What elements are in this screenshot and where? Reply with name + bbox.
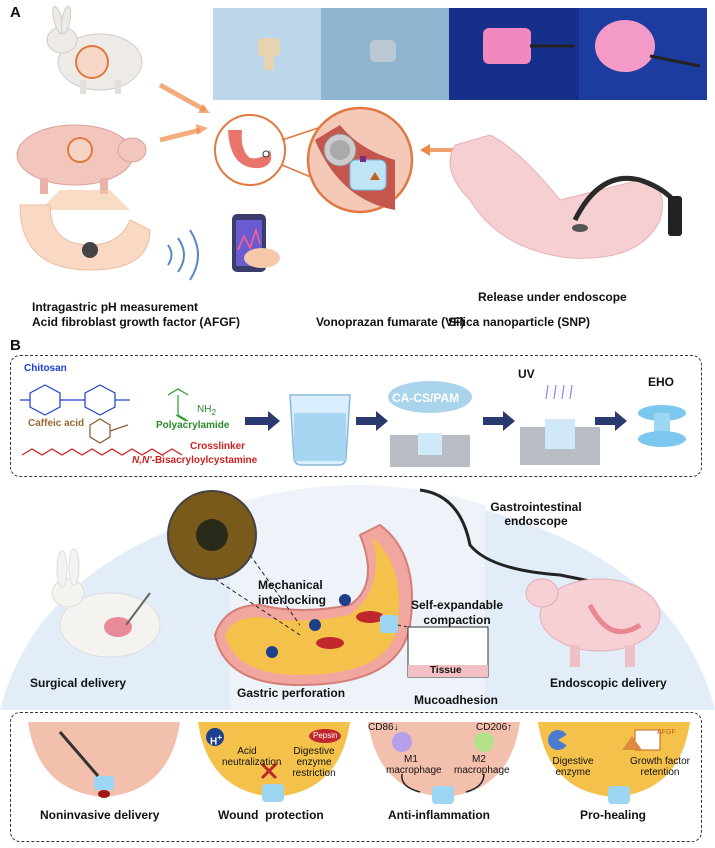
- panel-a-illustration: [16, 5, 707, 281]
- photo-strip: [213, 8, 707, 100]
- panel-b-letter: B: [10, 337, 21, 354]
- vf-legend-label: Vonoprazan fumarate (VF): [316, 315, 465, 329]
- beaker-icon: [289, 394, 351, 466]
- noninvasive-label: Noninvasive delivery: [40, 808, 160, 822]
- afgf-legend-label: Acid fibroblast growth factor (AFGF): [32, 315, 240, 329]
- anti-inflammation-panel: [368, 722, 520, 804]
- bis-prefix: N,N': [132, 455, 152, 466]
- digestive-enzyme-label: Digestive enzyme: [552, 756, 594, 778]
- tissue-label: Tissue: [430, 665, 462, 676]
- perforation-label: Gastric perforation: [237, 686, 346, 700]
- delivery-scene: [0, 485, 715, 710]
- synthesis-arrows: [245, 411, 627, 431]
- cacs-pam-label: CA-CS/PAM: [392, 391, 460, 405]
- cd206-label: CD206↑: [476, 722, 513, 733]
- noninvasive-panel: [28, 722, 180, 798]
- pig-figure: [16, 124, 147, 210]
- effects-diagram: [28, 722, 690, 804]
- digestive-restriction-label: Digestive enzyme restriction: [292, 746, 336, 779]
- hplus-text: H: [210, 736, 218, 748]
- synthesis-box: [10, 355, 702, 477]
- endoscopic-pig: [525, 578, 661, 667]
- wound-label: Wound protection: [218, 808, 324, 822]
- nh2-subscript: 2: [211, 407, 217, 417]
- mold-uv: [520, 384, 600, 465]
- mold-cacs: [388, 381, 472, 467]
- release-endoscope-caption: Release under endoscope: [478, 290, 627, 304]
- endoscopic-label: Endoscopic delivery: [550, 676, 667, 690]
- effects-box: [10, 712, 702, 842]
- central-stomach: [213, 523, 413, 687]
- m1-label: M1 macrophage: [386, 754, 442, 776]
- cd86-label: CD86↓: [368, 722, 399, 733]
- pepsin-icon-label: Pepsin: [313, 731, 338, 740]
- endoscope-tube: [419, 488, 611, 587]
- chitosan-structure: [20, 384, 130, 416]
- mucoadhesion-inset: [397, 624, 489, 678]
- self-expand-label: Self-expandable compaction: [410, 598, 504, 627]
- bis-suffix: -Bisacryloylcystamine: [151, 455, 258, 466]
- caffeic-label: Caffeic acid: [28, 418, 85, 429]
- growth-retention-label: Growth factor retention: [629, 756, 691, 778]
- ph-measurement-caption: Intragastric pH measurement: [32, 300, 199, 314]
- mechanical-label: Mechanical interlocking: [258, 578, 327, 607]
- pro-healing-panel: [538, 722, 690, 804]
- stomach-zoom-circle: [214, 106, 414, 214]
- eho-device: [638, 405, 686, 447]
- caffeic-acid-structure: [89, 418, 129, 444]
- panel-a-letter: A: [10, 4, 21, 21]
- surgical-rabbit: [51, 548, 161, 658]
- phone-icon: [232, 214, 280, 272]
- mucoadhesion-label: Mucoadhesion: [414, 693, 499, 707]
- endoscope-stomach: [449, 134, 683, 259]
- afgf-tag-label: AFGF: [657, 729, 676, 736]
- wireless-waves-icon: [167, 229, 199, 281]
- rabbit-figure: [46, 5, 143, 94]
- anti-inflammation-label: Anti-inflammation: [388, 808, 490, 822]
- endoscope-label: Gastrointestinal endoscope: [490, 500, 582, 528]
- pro-healing-label: Pro-healing: [580, 808, 647, 822]
- wound-panel: [198, 722, 350, 802]
- nh2-text: NH: [197, 404, 212, 415]
- chitosan-label: Chitosan: [24, 363, 67, 374]
- nh2-label: NH2: [197, 404, 216, 417]
- polyacrylamide-label: Polyacrylamide: [156, 420, 230, 431]
- crosslinker-label: Crosslinker: [190, 441, 246, 452]
- surgical-label: Surgical delivery: [30, 676, 127, 690]
- acid-neutralization-label: Acid neutralization: [222, 746, 282, 768]
- hplus-icon-label: H+: [210, 732, 223, 748]
- polyacrylamide-structure: [167, 388, 189, 422]
- uv-label: UV: [518, 367, 535, 381]
- m2-label: M2 macrophage: [454, 754, 510, 776]
- synthesis-diagram: [20, 381, 686, 467]
- stomach-capsule: [19, 204, 151, 271]
- snp-legend-label: Silica nanoparticle (SNP): [448, 315, 591, 329]
- eho-label: EHO: [648, 375, 675, 389]
- crosslinker-structure: [21, 448, 183, 456]
- bisacryloyl-label: N,N'-Bisacryloylcystamine: [132, 455, 257, 466]
